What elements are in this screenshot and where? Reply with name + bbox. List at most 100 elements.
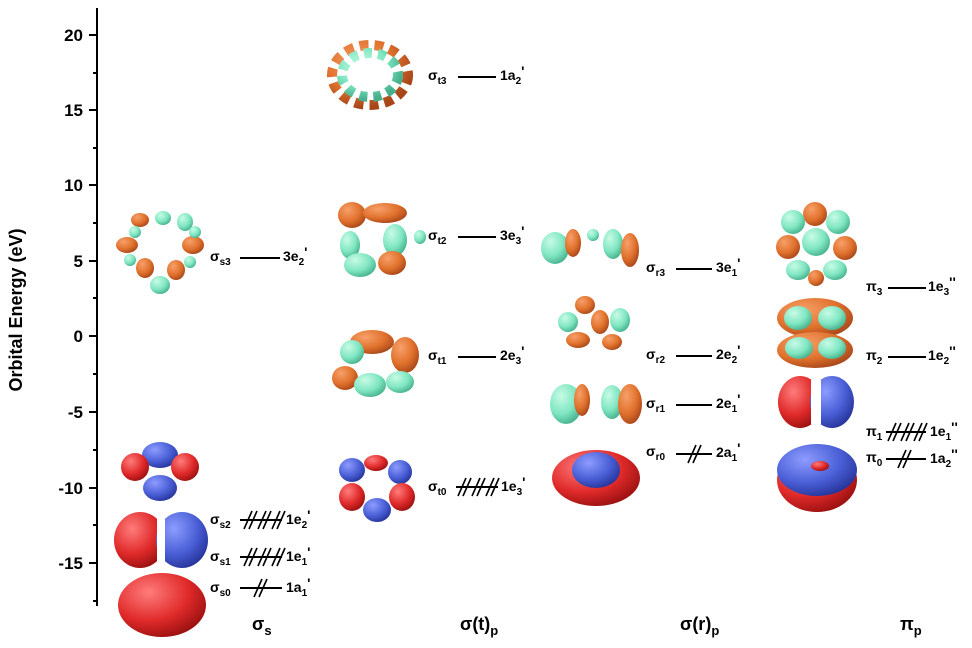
level-subscript: t3 (438, 76, 447, 87)
level-label: 1e (501, 478, 517, 494)
level-subscript: t0 (438, 487, 447, 498)
level-label-mark: '' (949, 274, 956, 290)
level-s0: σs0 1a1' (210, 575, 310, 599)
svg-text:3e2': 3e2' (283, 244, 307, 268)
svg-text:1a1': 1a1' (286, 575, 310, 599)
level-label-subscript: 1 (946, 432, 952, 443)
level-label-subscript: 2 (516, 76, 522, 87)
level-label-subscript: 1 (732, 453, 738, 464)
level-t3: σt3 1a2' (428, 63, 524, 87)
level-label-mark: ' (737, 391, 740, 407)
level-subscript: s3 (220, 257, 232, 268)
svg-text:σr3: σr3 (646, 259, 665, 279)
level-subscript: r0 (656, 452, 666, 463)
level-label-subscript: 1 (732, 268, 738, 279)
level-subscript: s1 (220, 557, 232, 568)
level-symbol: σ (428, 67, 438, 83)
svg-text:π2: π2 (866, 347, 883, 367)
svg-text:π1: π1 (866, 423, 883, 443)
level-symbol: σ (646, 346, 656, 362)
level-subscript: t2 (438, 236, 447, 247)
level-label: 1e (928, 347, 944, 363)
level-symbol: σ (428, 227, 438, 243)
level-s2: σs2 1e2' (210, 507, 310, 531)
svg-text:π0: π0 (866, 449, 883, 469)
svg-text:σs2: σs2 (210, 511, 231, 531)
orbital-p0-image (777, 444, 857, 512)
tick-label: 5 (74, 252, 83, 271)
level-label: 2a (716, 444, 732, 460)
level-label-subscript: 2 (946, 459, 952, 470)
orbital-s1-image (114, 512, 208, 568)
tick-label: 0 (74, 327, 83, 346)
level-p2: π2 1e2'' (866, 343, 956, 367)
level-subscript: r2 (656, 355, 666, 366)
orbital-p2-image (777, 298, 853, 368)
level-label-mark: ' (521, 223, 524, 239)
level-label-subscript: 2 (944, 356, 950, 367)
orbital-r1-image (550, 384, 642, 424)
svg-text:σr1: σr1 (646, 395, 665, 415)
level-t0: σt0 1e3' (428, 474, 525, 498)
svg-text:2e1': 2e1' (716, 391, 740, 415)
svg-text:1e1': 1e1' (286, 544, 310, 568)
level-label-subscript: 3 (516, 356, 522, 367)
level-label: 1e (286, 511, 302, 527)
svg-text:1e2'': 1e2'' (928, 343, 956, 367)
orbital-s3-image (116, 211, 204, 294)
electron-pair-arrows (243, 547, 286, 567)
level-label-mark: ' (522, 474, 525, 490)
svg-text:σt3: σt3 (428, 67, 447, 87)
svg-text:σr0: σr0 (646, 443, 665, 463)
level-symbol: σ (646, 259, 656, 275)
electron-pair-arrows (253, 578, 268, 598)
svg-text:σt1: σt1 (428, 347, 447, 367)
orbital-r2-image (558, 296, 630, 350)
level-label-mark: ' (307, 575, 310, 591)
level-symbol: π (866, 449, 877, 465)
level-label-subscript: 3 (517, 487, 523, 498)
electron-pair-arrows (897, 449, 912, 469)
level-label-mark: ' (307, 507, 310, 523)
column-label-sigma-r: σ(r)p (680, 614, 719, 638)
level-subscript: 2 (877, 356, 883, 367)
level-label: 1a (500, 67, 516, 83)
level-label-mark: '' (951, 419, 958, 435)
svg-text:3e1': 3e1' (716, 255, 740, 279)
level-label: 3e (716, 259, 732, 275)
level-label-subscript: 2 (302, 520, 308, 531)
level-label-mark: ' (521, 63, 524, 79)
level-p3: π3 1e3'' (866, 274, 956, 298)
column-label-pi: πp (900, 614, 922, 638)
tick-label: -5 (68, 403, 83, 422)
level-label: 2e (716, 395, 732, 411)
svg-text:1a2'': 1a2'' (930, 446, 958, 470)
electron-pair-arrows (457, 477, 500, 497)
svg-text:σr2: σr2 (646, 346, 665, 366)
level-symbol: π (866, 278, 877, 294)
svg-text:σs0: σs0 (210, 579, 231, 599)
tick-label: 20 (64, 26, 83, 45)
svg-text:2a1': 2a1' (716, 440, 740, 464)
y-axis-title: Orbital Energy (eV) (6, 228, 26, 391)
orbital-p1-image (778, 376, 854, 428)
level-label-mark: ' (737, 440, 740, 456)
level-subscript: r3 (656, 268, 666, 279)
tick-label: 15 (64, 101, 83, 120)
level-label: 1e (286, 548, 302, 564)
tick-label: -15 (58, 554, 83, 573)
electron-pair-arrows (687, 444, 702, 464)
orbital-s2-image (121, 442, 199, 501)
level-symbol: π (866, 423, 877, 439)
level-label: 3e (283, 248, 299, 264)
level-label-subscript: 3 (944, 287, 950, 298)
y-tick-labels: 20 15 10 5 0 -5 -10 -15 (58, 26, 83, 573)
level-t2: σt2 3e3' (428, 223, 524, 247)
level-subscript: t1 (438, 356, 447, 367)
svg-text:1e3': 1e3' (501, 474, 525, 498)
level-symbol: σ (646, 443, 656, 459)
level-r1: σr1 2e1' (646, 391, 740, 415)
level-s3: σs3 3e2' (210, 244, 307, 268)
level-label: 1e (930, 423, 946, 439)
